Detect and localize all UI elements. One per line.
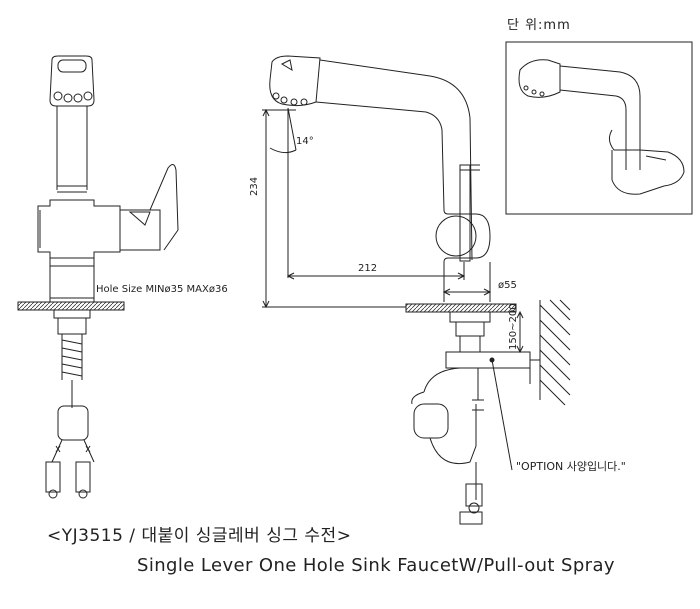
unit-label: 단 위:mm	[507, 18, 571, 33]
dim-reach: 212	[358, 263, 378, 274]
dim-diameter: ø55	[498, 280, 517, 291]
option-callout: "OPTION 사양입니다."	[516, 460, 626, 473]
dim-angle: 14°	[296, 136, 314, 147]
perspective-view	[505, 41, 693, 215]
dim-height: 234	[249, 176, 260, 196]
model-title-korean: <YJ3515 / 대붙이 싱글레버 싱그 수전>	[47, 526, 352, 546]
front-view	[17, 55, 179, 499]
model-title-english: Single Lever One Hole Sink FaucetW/Pull-…	[137, 555, 615, 576]
hole-size-label: Hole Size MINø35 MAXø36	[96, 284, 228, 295]
side-view	[262, 55, 571, 525]
dim-range: 150~200	[508, 303, 519, 350]
